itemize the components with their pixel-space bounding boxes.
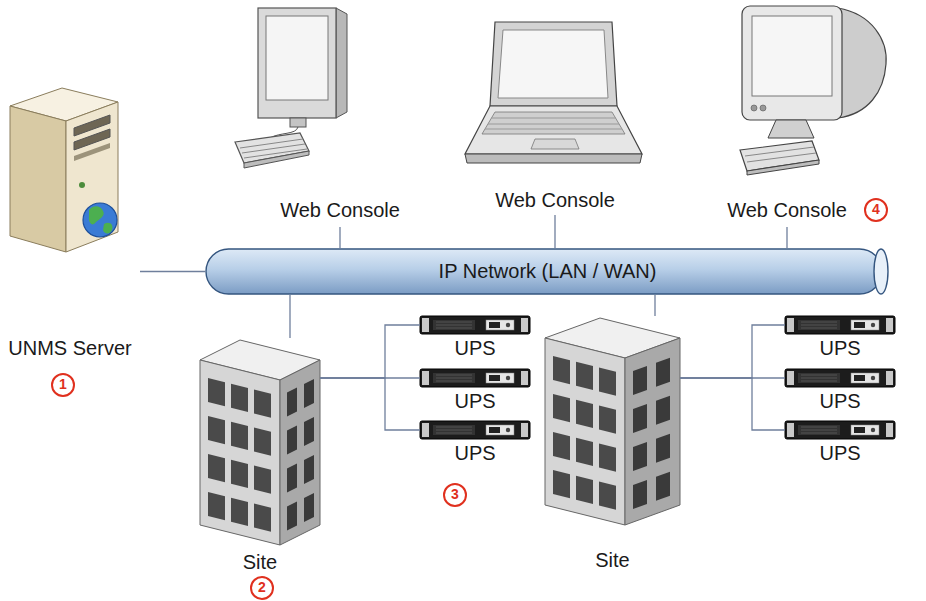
node-label: UNMS Server: [0, 336, 140, 360]
server: UNMS Server: [0, 88, 140, 360]
site-building: Site: [545, 316, 680, 572]
web-console: Web Console: [692, 2, 882, 227]
site-building: Site: [200, 338, 320, 574]
network-link: [786, 227, 787, 248]
node-label: Web Console: [225, 198, 455, 222]
node-label: Site: [545, 548, 680, 572]
callout-number: 2: [250, 576, 274, 600]
network-link: [140, 271, 205, 272]
site-building: [200, 340, 320, 545]
node-label: UPS: [420, 336, 530, 360]
desktop-computer: [235, 8, 347, 168]
server-tower: [10, 88, 118, 252]
ups-unit: UPS: [420, 314, 530, 364]
node-label: UPS: [420, 389, 530, 413]
node-label: Web Console: [692, 198, 882, 222]
network-link: [680, 378, 785, 430]
ups-unit: UPS: [785, 419, 895, 469]
ups-device: [420, 316, 895, 439]
web-console: Web Console: [225, 5, 455, 227]
callout-number: 3: [443, 483, 467, 507]
network-link: [654, 295, 655, 316]
ups-unit: UPS: [420, 367, 530, 417]
laptop-computer: [465, 22, 642, 163]
all-in-one-computer: [740, 6, 886, 175]
web-console: Web Console: [455, 15, 655, 215]
network-link: [680, 325, 785, 378]
callout-number: 1: [51, 373, 75, 397]
network-link: [320, 378, 420, 430]
network-link: [554, 215, 555, 248]
node-label: Web Console: [455, 188, 655, 212]
network-link: [289, 295, 290, 338]
ups-unit: UPS: [420, 419, 530, 469]
node-label: Site: [200, 550, 320, 574]
ups-unit: UPS: [785, 367, 895, 417]
network-link: [320, 325, 420, 378]
node-label: IP Network (LAN / WAN): [205, 259, 890, 283]
node-label: UPS: [785, 441, 895, 465]
network-pipe: IP Network (LAN / WAN): [205, 248, 890, 295]
ups-unit: UPS: [785, 314, 895, 364]
node-label: UPS: [785, 389, 895, 413]
network-link: [339, 227, 340, 248]
site-building: [545, 318, 680, 525]
node-label: UPS: [785, 336, 895, 360]
node-label: UPS: [420, 441, 530, 465]
callout-number: 4: [864, 198, 888, 222]
